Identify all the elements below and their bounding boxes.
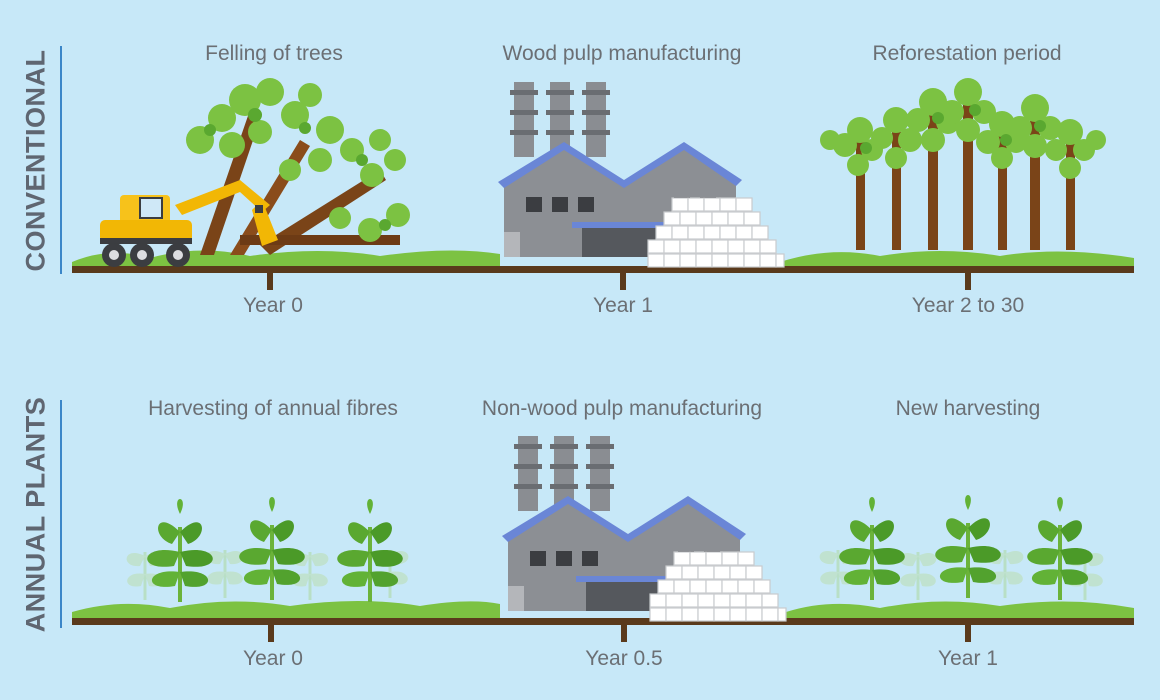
row-label-annual-plants: ANNUAL PLANTS [6,396,66,632]
year-label: Year 0 [243,294,303,317]
stage-title-non-wood-pulp: Non-wood pulp manufacturing [481,397,763,420]
annual-plant-icon [126,497,409,602]
stage-title-felling: Felling of trees [205,42,343,65]
annual-plant-icon [819,495,1104,600]
year-label: Year 0 [243,647,303,670]
forest-icon [820,78,1106,250]
row-divider-line [60,400,62,628]
year-label: Year 1 [938,647,998,670]
row-divider-line [60,46,62,274]
row-label-text: ANNUAL PLANTS [20,396,51,632]
row-label-conventional: CONVENTIONAL [6,46,66,274]
stage-title-new-harvesting: New harvesting [895,397,1041,420]
stage-title-harvesting: Harvesting of annual fibres [148,397,398,420]
stage-title-wood-pulp: Wood pulp manufacturing [502,42,742,65]
year-label: Year 0.5 [585,647,663,670]
stage-title-reforestation: Reforestation period [872,42,1062,65]
excavator-icon [100,180,278,267]
row-annual-ground [72,601,1134,642]
year-label: Year 2 to 30 [911,294,1025,317]
felled-trees-icon [186,78,410,255]
year-label: Year 1 [593,294,653,317]
row-label-text: CONVENTIONAL [20,49,51,271]
